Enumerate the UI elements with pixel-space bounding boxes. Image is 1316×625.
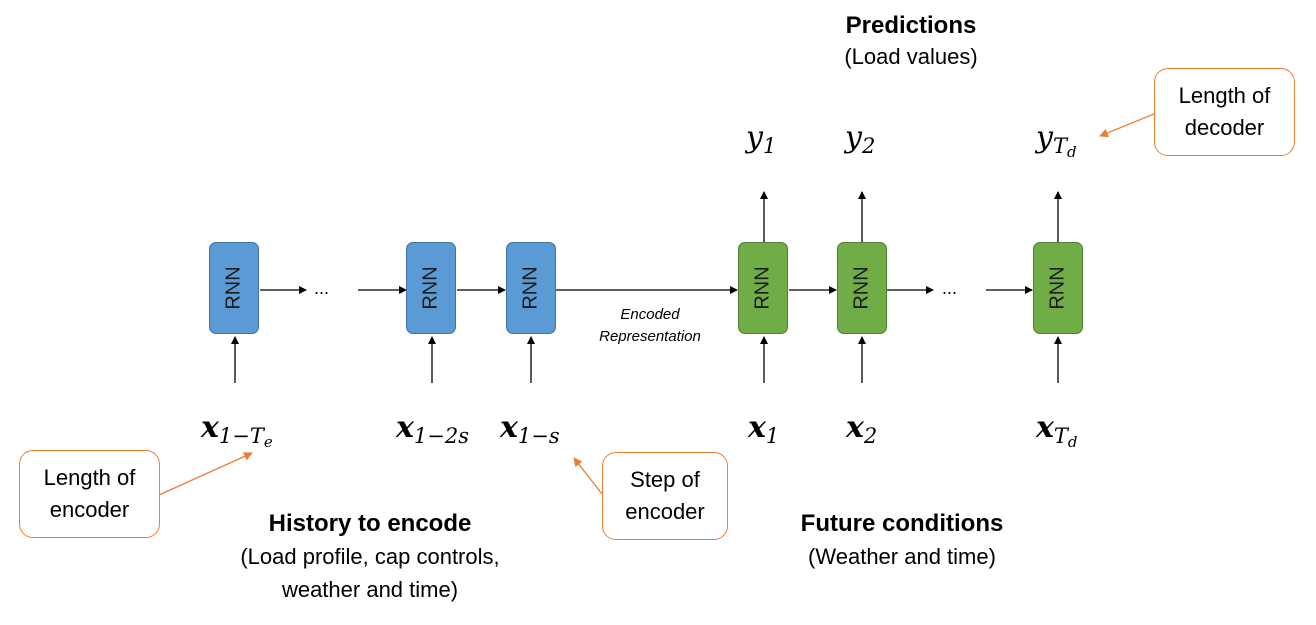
callout-pointer	[1099, 113, 1155, 138]
input-base: x	[748, 410, 766, 445]
rnn-label: RNN	[519, 266, 542, 310]
callout-pointer	[158, 452, 253, 496]
decoder-rnn-cell: RNN	[1033, 242, 1083, 334]
callout-line2: decoder	[1184, 115, 1265, 140]
future-subtitle: (Weather and time)	[808, 544, 996, 569]
input-base: x	[201, 410, 219, 445]
output-base: y	[746, 120, 763, 155]
encoder-ellipsis: ...	[314, 278, 330, 298]
history-subtitle-line2: weather and time)	[281, 577, 459, 602]
input-x-1-minus-2s: x1−2s	[396, 410, 469, 448]
rnn-label: RNN	[850, 266, 873, 310]
callout-line2: encoder	[49, 497, 130, 522]
input-x2: x2	[846, 410, 877, 448]
length-of-decoder-callout: Length of decoder	[1154, 68, 1295, 156]
output-y1: y1	[746, 120, 776, 158]
decoder-ellipsis: ...	[942, 278, 958, 298]
encoded-label-line1: Encoded	[620, 306, 680, 323]
input-subsubscript: e	[263, 433, 273, 451]
input-xTd: xTd	[1036, 410, 1078, 451]
input-subscript: 2	[863, 424, 878, 448]
input-subscript: 1	[765, 424, 780, 448]
history-title: History to encode	[268, 510, 472, 537]
length-of-encoder-callout: Length of encoder	[19, 450, 160, 538]
encoder-rnn-cell: RNN	[506, 242, 556, 334]
decoder-rnn-cell: RNN	[837, 242, 887, 334]
output-subscript: T	[1052, 134, 1067, 158]
input-subscript: 1−T	[218, 424, 264, 448]
history-heading: History to encode (Load profile, cap con…	[205, 510, 535, 606]
future-heading: Future conditions (Weather and time)	[752, 510, 1052, 573]
input-base: x	[1036, 410, 1054, 445]
callout-pointer	[573, 457, 603, 495]
decoder-rnn-cell: RNN	[738, 242, 788, 334]
predictions-subtitle: (Load values)	[844, 44, 978, 69]
callout-line1: Length of	[1178, 83, 1271, 108]
output-base: y	[1036, 120, 1053, 155]
input-base: x	[500, 410, 518, 445]
rnn-label: RNN	[419, 266, 442, 310]
output-y2: y2	[845, 120, 875, 158]
input-subsubscript: d	[1067, 433, 1078, 451]
predictions-heading: Predictions (Load values)	[811, 12, 1011, 73]
encoded-representation-label: Encoded Representation	[590, 304, 710, 348]
input-subscript: 1−2s	[413, 424, 469, 448]
input-x-1-minus-Te: x1−Te	[201, 410, 273, 451]
history-subtitle-line1: (Load profile, cap controls,	[240, 544, 500, 569]
output-base: y	[845, 120, 862, 155]
input-base: x	[846, 410, 864, 445]
callout-line1: Step of	[630, 467, 700, 492]
input-base: x	[396, 410, 414, 445]
rnn-label: RNN	[1046, 266, 1069, 310]
step-of-encoder-callout: Step of encoder	[602, 452, 728, 540]
output-subscript: 1	[762, 134, 777, 158]
output-subscript: 2	[861, 134, 876, 158]
callout-line2: encoder	[625, 499, 705, 524]
input-subscript: T	[1053, 424, 1068, 448]
input-subscript: 1−s	[517, 424, 560, 448]
encoder-rnn-cell: RNN	[406, 242, 456, 334]
callout-line1: Length of	[43, 465, 136, 490]
input-x1: x1	[748, 410, 779, 448]
input-x-1-minus-s: x1−s	[500, 410, 560, 448]
rnn-label: RNN	[222, 266, 245, 310]
predictions-title: Predictions	[845, 12, 977, 39]
output-subsubscript: d	[1066, 143, 1077, 161]
output-yTd: yTd	[1036, 120, 1077, 161]
encoder-rnn-cell: RNN	[209, 242, 259, 334]
encoded-label-line2: Representation	[599, 328, 701, 345]
future-title: Future conditions	[800, 510, 1004, 537]
rnn-label: RNN	[751, 266, 774, 310]
